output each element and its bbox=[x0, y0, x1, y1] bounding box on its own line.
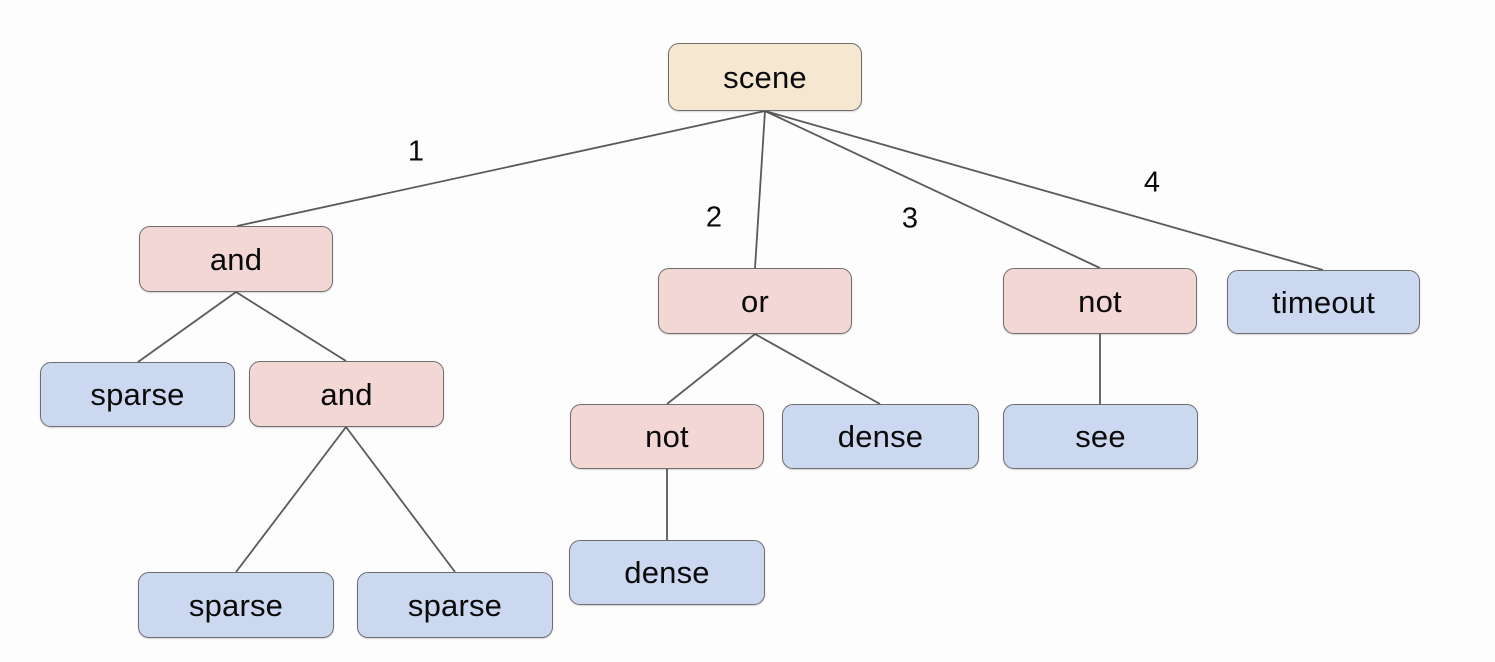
node-or1[interactable]: or bbox=[658, 268, 852, 334]
node-scene[interactable]: scene bbox=[668, 43, 862, 111]
node-timeout[interactable]: timeout bbox=[1227, 270, 1420, 334]
node-label-not1: not bbox=[1078, 283, 1122, 319]
edge-and2-to-sparse2 bbox=[235, 426, 347, 573]
node-label-and2: and bbox=[320, 376, 373, 412]
edge-and2-to-sparse3 bbox=[345, 426, 456, 573]
edge-label-4: 4 bbox=[1143, 166, 1161, 199]
node-and1[interactable]: and bbox=[139, 226, 333, 292]
edge-or1-to-dense1 bbox=[754, 333, 881, 405]
node-label-or1: or bbox=[741, 283, 769, 319]
edge-and1-to-and2 bbox=[235, 291, 347, 362]
node-dense2[interactable]: dense bbox=[569, 540, 765, 605]
node-label-sparse1: sparse bbox=[90, 377, 185, 412]
node-label-timeout: timeout bbox=[1271, 284, 1376, 320]
node-label-dense2: dense bbox=[624, 555, 710, 590]
node-sparse2[interactable]: sparse bbox=[138, 572, 334, 638]
edge-and1-to-sparse1 bbox=[137, 291, 237, 363]
node-label-scene: scene bbox=[723, 59, 807, 95]
node-label-dense1: dense bbox=[837, 419, 924, 454]
node-sparse3[interactable]: sparse bbox=[357, 572, 553, 638]
node-sparse1[interactable]: sparse bbox=[40, 362, 235, 427]
node-not1[interactable]: not bbox=[1003, 268, 1197, 334]
node-see[interactable]: see bbox=[1003, 404, 1198, 469]
node-label-sparse3: sparse bbox=[407, 587, 503, 623]
node-and2[interactable]: and bbox=[249, 361, 444, 427]
node-label-see: see bbox=[1075, 419, 1126, 454]
node-label-not2: not bbox=[645, 419, 689, 454]
edge-label-1: 1 bbox=[407, 135, 425, 168]
node-label-and1: and bbox=[209, 241, 263, 277]
edge-scene-to-and1 bbox=[236, 110, 766, 227]
edge-label-2: 2 bbox=[705, 201, 723, 234]
edge-scene-to-or1 bbox=[754, 110, 766, 269]
edge-label-3: 3 bbox=[901, 202, 919, 235]
node-not2[interactable]: not bbox=[570, 404, 764, 469]
node-dense1[interactable]: dense bbox=[782, 404, 979, 469]
edge-or1-to-not2 bbox=[666, 333, 756, 405]
node-label-sparse2: sparse bbox=[188, 587, 284, 623]
edge-scene-to-not1 bbox=[764, 110, 1101, 269]
edge-scene-to-timeout bbox=[764, 110, 1324, 271]
